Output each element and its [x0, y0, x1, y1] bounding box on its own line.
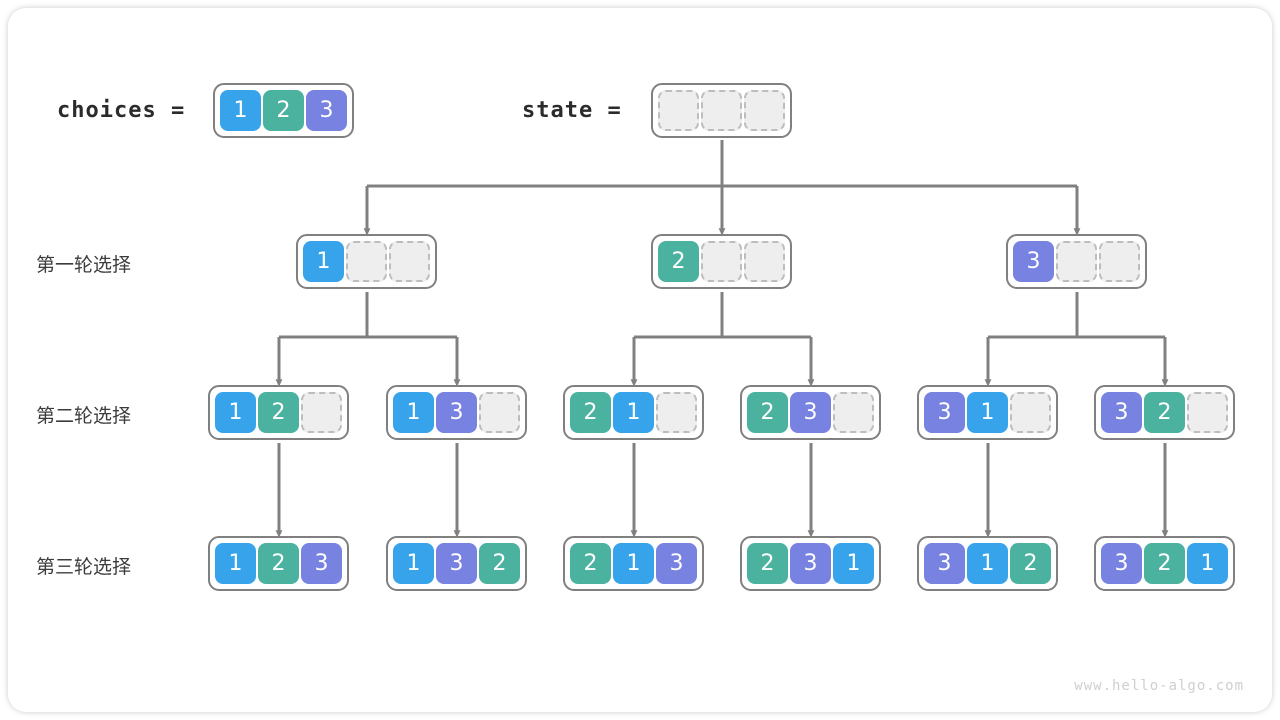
array-cell-value-1: 1 [967, 392, 1008, 433]
array-cell-value-2: 2 [258, 543, 299, 584]
array-cell-value-1: 1 [303, 241, 344, 282]
array-cell-empty [701, 90, 742, 131]
array-cell-value-3: 3 [790, 543, 831, 584]
array-cell-empty [701, 241, 742, 282]
array-cell-value-3: 3 [306, 90, 347, 131]
array-cell-value-2: 2 [747, 543, 788, 584]
array-cell-value-1: 1 [613, 392, 654, 433]
array-cell-value-3: 3 [924, 543, 965, 584]
array-cell-value-2: 2 [258, 392, 299, 433]
row-label-round-2: 第二轮选择 [36, 405, 132, 427]
tree-node-round-1-1: 1 [296, 234, 437, 289]
array-cell-empty [479, 392, 520, 433]
array-cell-empty [389, 241, 430, 282]
array-cell-value-1: 1 [215, 392, 256, 433]
row-label-round-3: 第三轮选择 [36, 556, 132, 578]
array-cell-empty [1187, 392, 1228, 433]
diagram-frame [8, 8, 1272, 712]
array-cell-value-1: 1 [220, 90, 261, 131]
array-cell-value-1: 1 [613, 543, 654, 584]
array-cell-value-1: 1 [393, 543, 434, 584]
array-cell-empty [744, 241, 785, 282]
state-array [651, 83, 792, 138]
array-cell-value-2: 2 [479, 543, 520, 584]
array-cell-empty [1010, 392, 1051, 433]
array-cell-value-2: 2 [570, 543, 611, 584]
watermark: www.hello-algo.com [1074, 678, 1244, 694]
tree-node-round-1-2: 2 [651, 234, 792, 289]
array-cell-empty [833, 392, 874, 433]
array-cell-empty [1056, 241, 1097, 282]
array-cell-value-2: 2 [570, 392, 611, 433]
array-cell-value-3: 3 [301, 543, 342, 584]
array-cell-value-2: 2 [1144, 543, 1185, 584]
array-cell-value-1: 1 [215, 543, 256, 584]
array-cell-value-3: 3 [436, 543, 477, 584]
array-cell-value-3: 3 [656, 543, 697, 584]
array-cell-value-2: 2 [263, 90, 304, 131]
array-cell-value-3: 3 [924, 392, 965, 433]
tree-node-round-1-3: 3 [1006, 234, 1147, 289]
array-cell-empty [301, 392, 342, 433]
array-cell-empty [658, 90, 699, 131]
array-cell-value-1: 1 [967, 543, 1008, 584]
state-label: state = [522, 98, 622, 123]
array-cell-value-1: 1 [393, 392, 434, 433]
array-cell-value-1: 1 [1187, 543, 1228, 584]
array-cell-value-2: 2 [658, 241, 699, 282]
array-cell-value-2: 2 [1010, 543, 1051, 584]
array-cell-empty [744, 90, 785, 131]
array-cell-value-3: 3 [436, 392, 477, 433]
array-cell-value-2: 2 [747, 392, 788, 433]
array-cell-empty [1099, 241, 1140, 282]
array-cell-empty [346, 241, 387, 282]
array-cell-value-3: 3 [790, 392, 831, 433]
choices-label: choices = [57, 98, 186, 123]
array-cell-value-3: 3 [1101, 543, 1142, 584]
array-cell-empty [656, 392, 697, 433]
array-cell-value-1: 1 [833, 543, 874, 584]
array-cell-value-3: 3 [1101, 392, 1142, 433]
row-label-round-1: 第一轮选择 [36, 254, 132, 276]
array-cell-value-2: 2 [1144, 392, 1185, 433]
array-cell-value-3: 3 [1013, 241, 1054, 282]
